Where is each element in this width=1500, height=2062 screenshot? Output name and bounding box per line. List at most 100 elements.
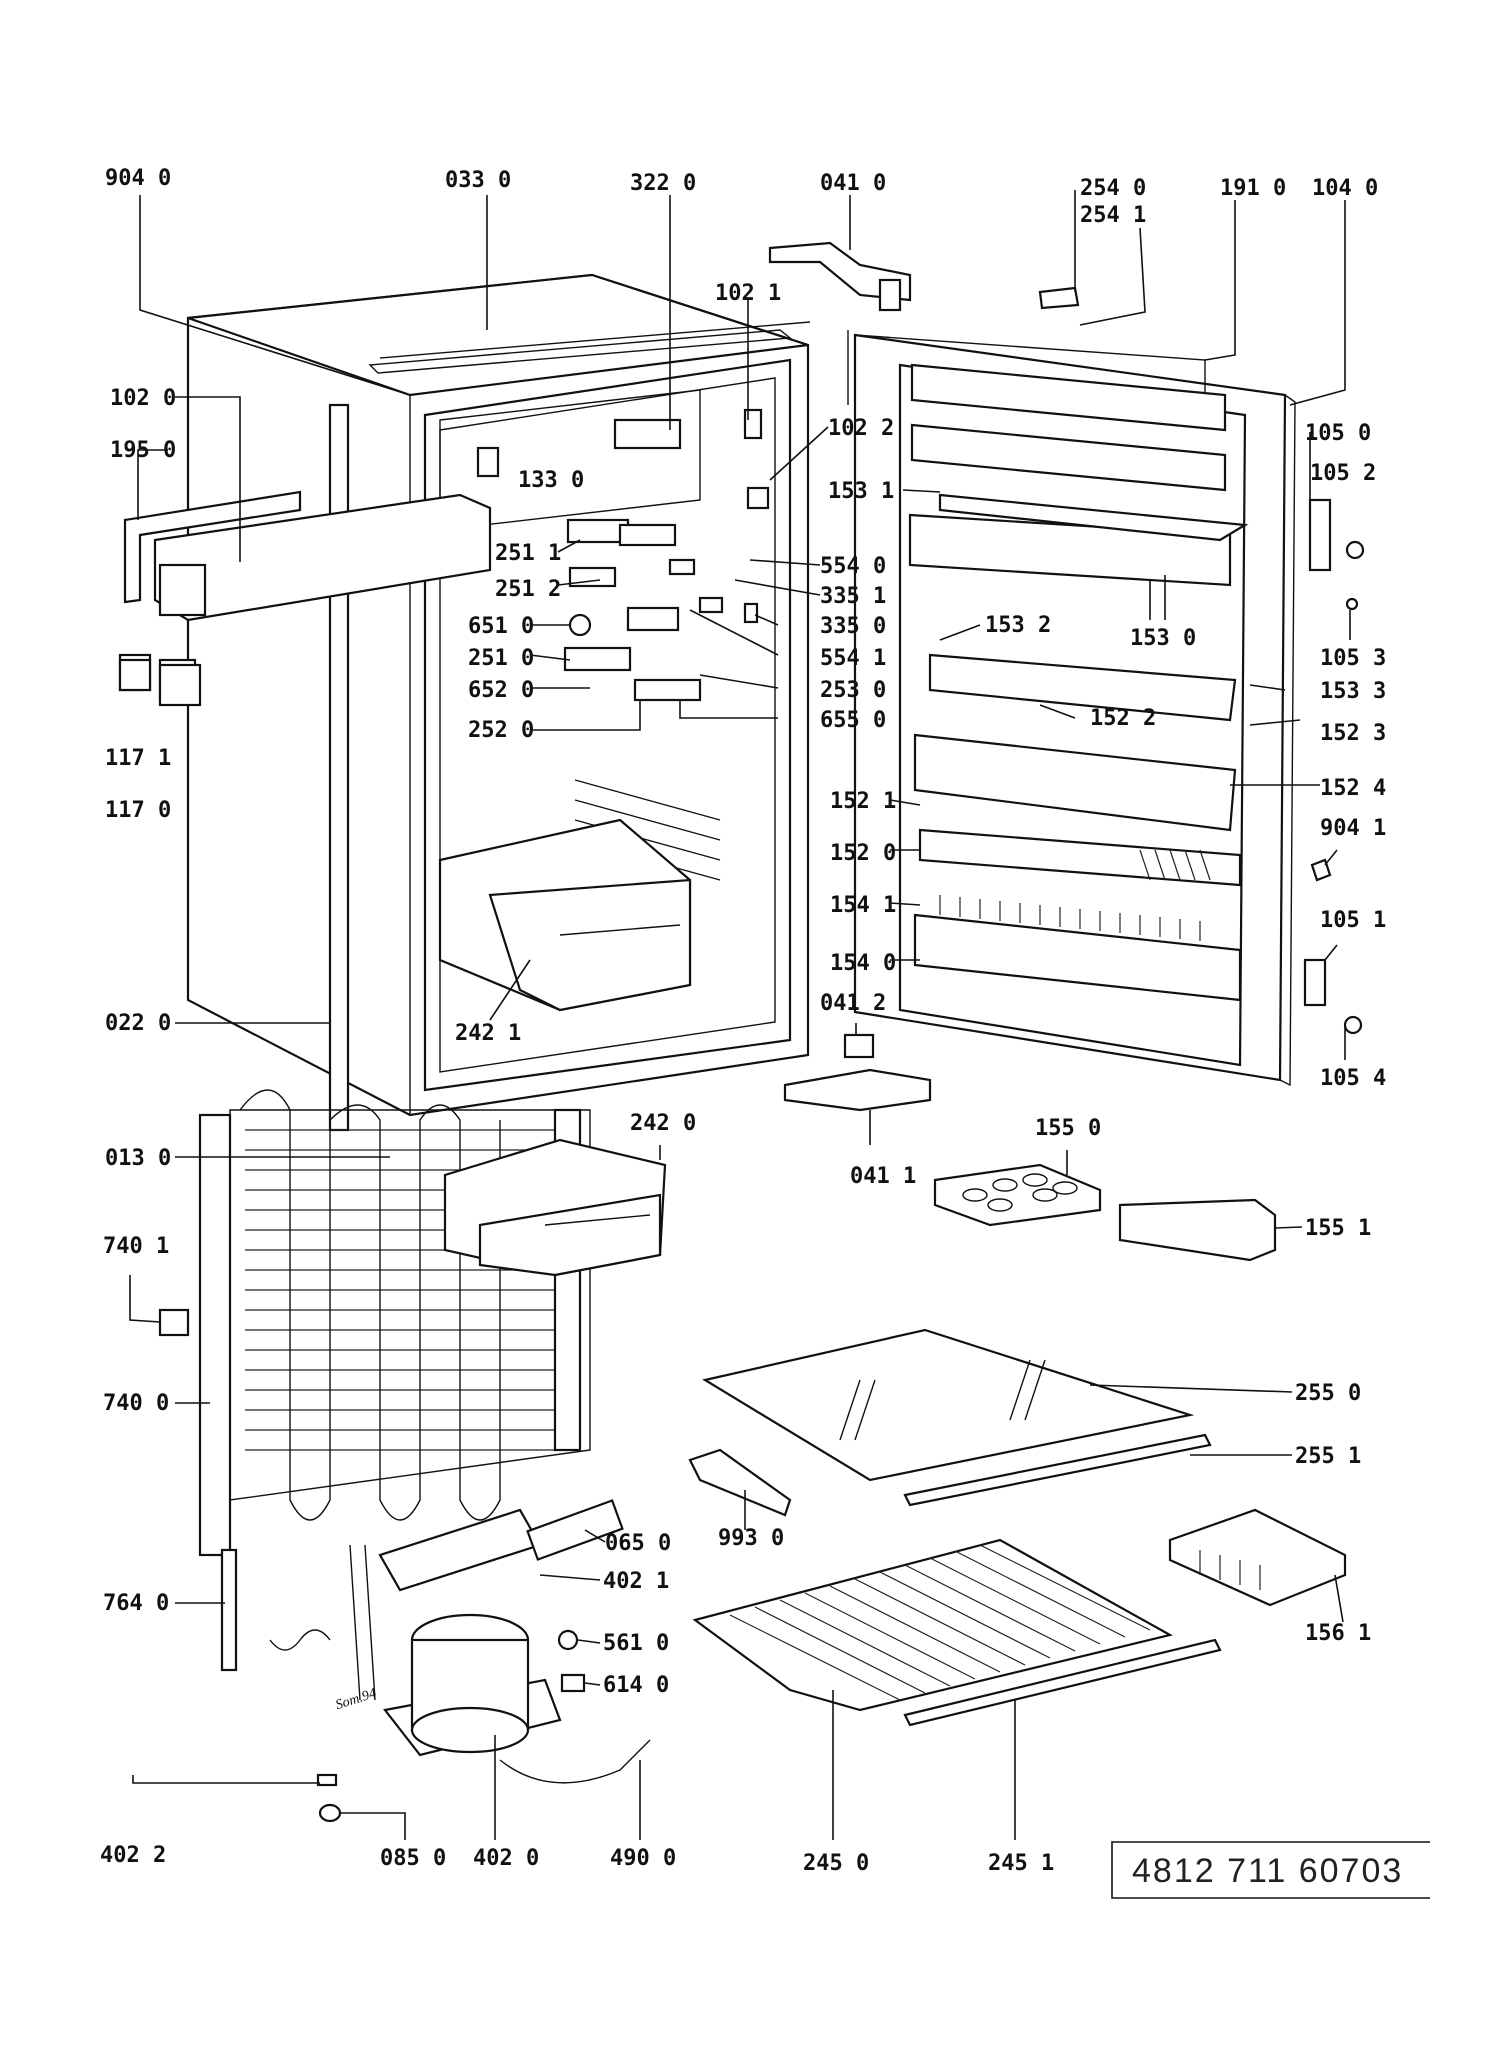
label-033-0: 033 0 [445,168,511,193]
part-614 [560,1673,586,1693]
door [847,330,1296,1087]
label-152-2: 152 2 [1090,706,1156,731]
label-153-2: 153 2 [985,613,1051,638]
part-105-4 [1343,1015,1363,1035]
label-652-0: 652 0 [468,678,534,703]
label-554-1: 554 1 [820,646,886,671]
parts-117 [118,658,202,707]
crisper-drawer [443,1138,667,1277]
hinge-bottom [783,1033,932,1112]
label-105-1: 105 1 [1320,908,1386,933]
leader-lines [129,190,1351,1840]
label-242-1: 242 1 [455,1021,521,1046]
drier-065 [526,1499,624,1561]
label-133-0: 133 0 [518,468,584,493]
label-105-4: 105 4 [1320,1066,1386,1091]
compressor-assembly [269,1508,651,1784]
part-105-2 [1345,540,1365,560]
label-904-1: 904 1 [1320,816,1386,841]
label-402-2: 402 2 [100,1843,166,1868]
label-255-0: 255 0 [1295,1381,1361,1406]
label-195-0: 195 0 [110,438,176,463]
reference-number: 4812 711 60703 [1132,1852,1403,1890]
part-740-1 [158,1308,190,1337]
part-105-3 [1345,597,1359,611]
label-251-0: 251 0 [468,646,534,671]
filter-764 [220,1548,238,1672]
part-993 [688,1448,792,1517]
ice-tray [1168,1508,1347,1607]
label-152-4: 152 4 [1320,776,1386,801]
label-252-0: 252 0 [468,718,534,743]
label-154-1: 154 1 [830,893,896,918]
label-740-1: 740 1 [103,1234,169,1259]
label-105-2: 105 2 [1310,461,1376,486]
label-105-3: 105 3 [1320,646,1386,671]
label-117-1: 117 1 [105,746,171,771]
label-251-1: 251 1 [495,541,561,566]
label-013-0: 013 0 [105,1146,171,1171]
label-065-0: 065 0 [605,1531,671,1556]
egg-tray [933,1163,1102,1227]
label-402-0: 402 0 [473,1846,539,1871]
butter-box [1118,1198,1277,1262]
label-614-0: 614 0 [603,1673,669,1698]
label-102-2: 102 2 [828,416,894,441]
label-041-0: 041 0 [820,171,886,196]
label-554-0: 554 0 [820,554,886,579]
label-041-1: 041 1 [850,1164,916,1189]
label-155-0: 155 0 [1035,1116,1101,1141]
cabinet-body [186,273,811,1132]
label-245-1: 245 1 [988,1851,1054,1876]
clip-402-2 [316,1773,338,1787]
label-153-0: 153 0 [1130,626,1196,651]
label-191-0: 191 0 [1220,176,1286,201]
label-655-0: 655 0 [820,708,886,733]
label-561-0: 561 0 [603,1631,669,1656]
label-251-2: 251 2 [495,577,561,602]
label-153-1: 153 1 [828,479,894,504]
label-105-0: 105 0 [1305,421,1371,446]
reference-box: 4812 711 60703 [1111,1841,1430,1899]
label-490-0: 490 0 [610,1846,676,1871]
part-105-0 [1308,498,1332,572]
label-152-3: 152 3 [1320,721,1386,746]
label-335-1: 335 1 [820,584,886,609]
label-022-0: 022 0 [105,1011,171,1036]
label-152-1: 152 1 [830,789,896,814]
glass-shelf [702,1328,1212,1507]
label-255-1: 255 1 [1295,1444,1361,1469]
signature: Som.94 [334,1686,378,1713]
label-322-0: 322 0 [630,171,696,196]
label-253-0: 253 0 [820,678,886,703]
label-993-0: 993 0 [718,1526,784,1551]
part-labels: 904 0 033 0 322 0 041 0 254 0 254 1 191 … [100,166,1386,1876]
label-740-0: 740 0 [103,1391,169,1416]
label-155-1: 155 1 [1305,1216,1371,1241]
label-102-0: 102 0 [110,386,176,411]
hinge-top [768,241,912,312]
label-764-0: 764 0 [103,1591,169,1616]
label-245-0: 245 0 [803,1851,869,1876]
label-904-0: 904 0 [105,166,171,191]
label-104-0: 104 0 [1312,176,1378,201]
label-154-0: 154 0 [830,951,896,976]
label-651-0: 651 0 [468,614,534,639]
label-152-0: 152 0 [830,841,896,866]
label-153-3: 153 3 [1320,679,1386,704]
label-254-0: 254 0 [1080,176,1146,201]
label-117-0: 117 0 [105,798,171,823]
grommet-085 [318,1803,342,1823]
label-102-1: 102 1 [715,281,781,306]
label-085-0: 085 0 [380,1846,446,1871]
label-402-1: 402 1 [603,1569,669,1594]
wire-shelf [692,1538,1222,1727]
label-156-1: 156 1 [1305,1621,1371,1646]
label-242-0: 242 0 [630,1111,696,1136]
part-254 [1038,286,1080,310]
label-254-1: 254 1 [1080,203,1146,228]
part-105-1 [1303,958,1327,1007]
label-041-2: 041 2 [820,991,886,1016]
part-561 [557,1629,579,1651]
